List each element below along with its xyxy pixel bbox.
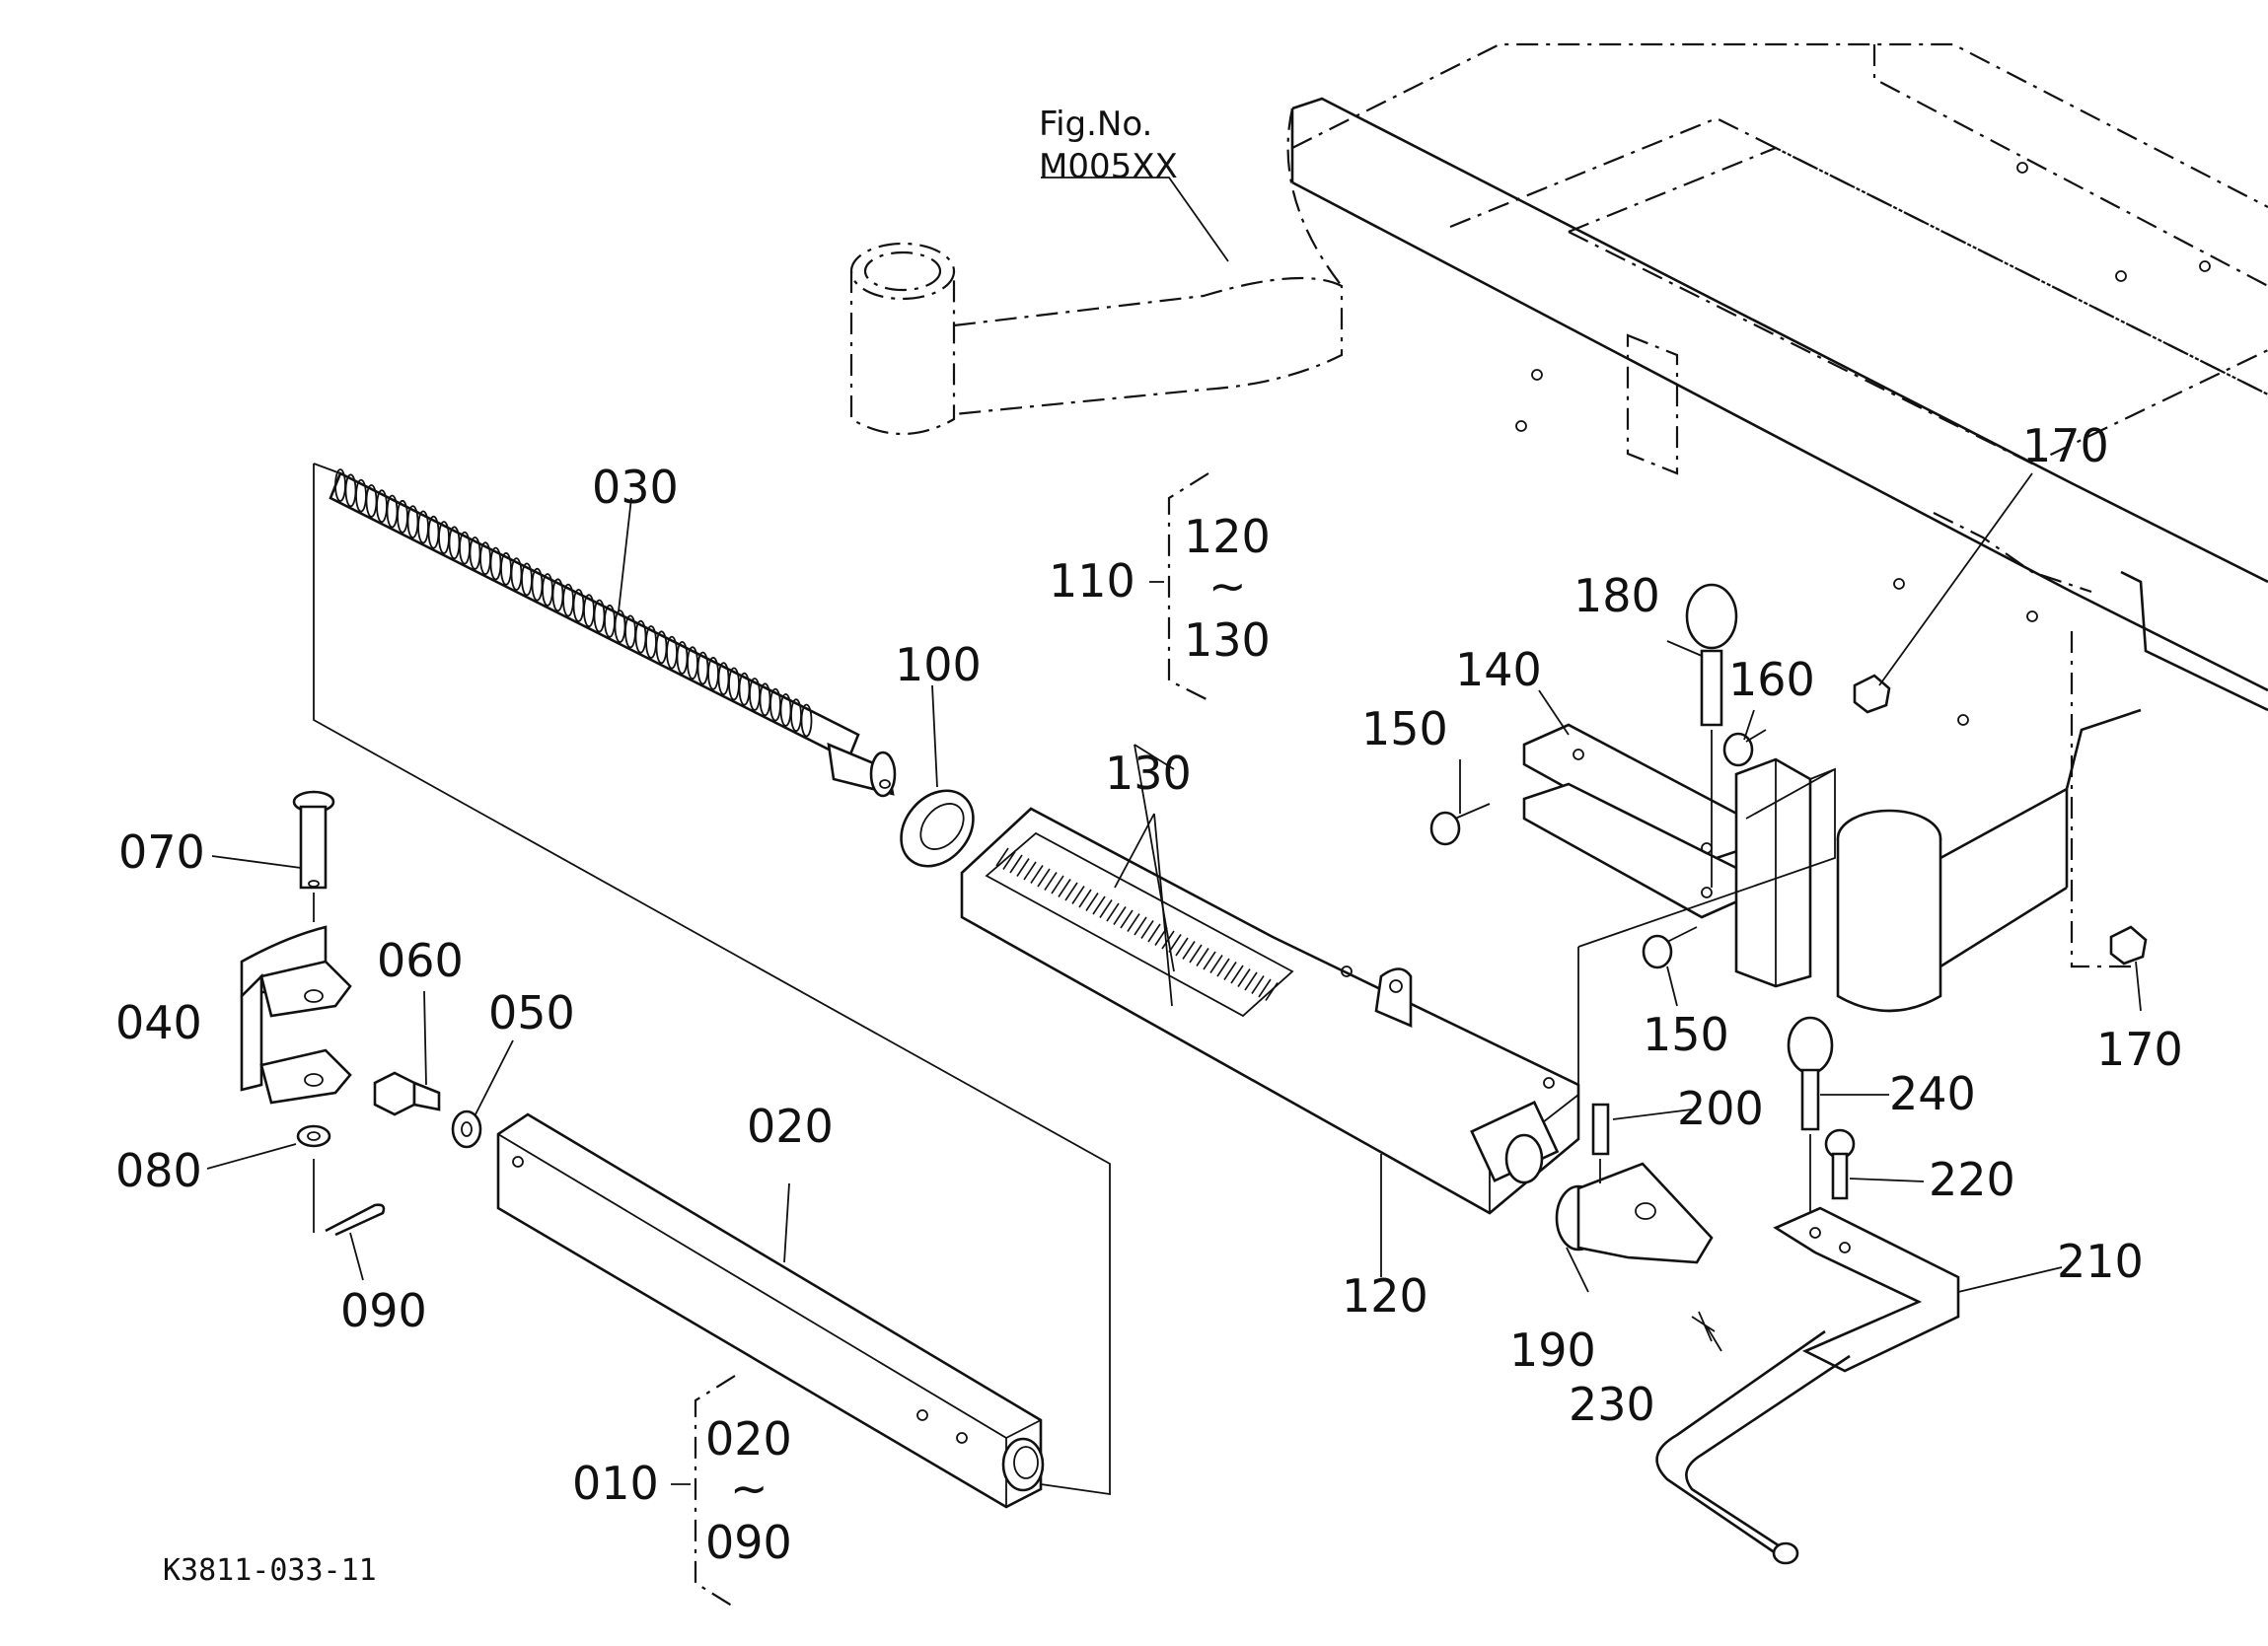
pin-180 [1685, 583, 1738, 888]
callout-070: 070 [118, 825, 205, 879]
bracket-040 [240, 925, 352, 1105]
assembly-bracket-110 [1167, 472, 1209, 701]
callout-050: 050 [488, 986, 575, 1039]
drawing-code: K3811-033-11 [163, 1553, 377, 1588]
assembly-010-to: 090 [705, 1516, 792, 1569]
pivot-block-190 [1555, 1162, 1714, 1264]
assembly-guide-lines [313, 463, 1836, 1496]
callout-230: 230 [1569, 1378, 1655, 1431]
callout-040: 040 [115, 996, 202, 1049]
callout-220: 220 [1929, 1153, 2015, 1206]
tube-020 [496, 1112, 1045, 1509]
pin-070 [292, 790, 335, 922]
pin-220 [1824, 1128, 1856, 1200]
callout-130: 130 [1105, 747, 1192, 800]
cotter-pin-090 [325, 1203, 386, 1237]
bearing-100 [900, 789, 975, 868]
callout-150b: 150 [1643, 1008, 1729, 1061]
bolt-150b [1642, 926, 1698, 969]
assembly-110-tilde: ~ [1208, 559, 1247, 612]
callout-190: 190 [1509, 1324, 1596, 1377]
caster-tube [1836, 708, 2142, 1013]
figure-ref-line2: M005XX [1039, 147, 1178, 186]
reference-caster-arm [849, 107, 1344, 435]
callout-140: 140 [1455, 643, 1542, 696]
callout-090: 090 [340, 1284, 427, 1337]
callout-110: 110 [1049, 554, 1135, 608]
callout-170a: 170 [2022, 419, 2109, 472]
callout-240: 240 [1889, 1067, 1976, 1120]
nut-170a [1853, 674, 1891, 714]
figure-ref-line1: Fig.No. [1039, 105, 1152, 144]
assembly-110-from: 120 [1184, 510, 1271, 563]
callout-080: 080 [115, 1144, 202, 1197]
nut-170b [2109, 925, 2148, 966]
bracket-140 [1522, 723, 1812, 988]
callout-210: 210 [2057, 1235, 2144, 1288]
mower-frame-outline [1290, 42, 2268, 968]
assembly-010-tilde: ~ [730, 1462, 768, 1515]
bolt-160 [1722, 729, 1767, 767]
callout-150a: 150 [1361, 702, 1448, 755]
callout-180: 180 [1573, 569, 1660, 622]
callout-100: 100 [895, 638, 982, 691]
lever-210 [1655, 1206, 1960, 1565]
callout-010: 010 [572, 1457, 659, 1510]
callout-020: 020 [747, 1100, 834, 1153]
assembly-110-to: 130 [1184, 613, 1271, 667]
callout-200: 200 [1677, 1082, 1764, 1135]
bolt-060 [373, 1071, 441, 1116]
pin-200 [1591, 1103, 1610, 1183]
washer-080 [296, 1124, 331, 1233]
assembly-010-from: 020 [705, 1412, 792, 1466]
clip-230 [1691, 1311, 1716, 1342]
washer-050 [451, 1109, 482, 1149]
callout-160: 160 [1728, 653, 1815, 706]
tube-120 [960, 807, 1580, 1215]
assembly-bracket-010 [694, 1375, 736, 1609]
callout-120: 120 [1342, 1269, 1428, 1323]
bolt-150a [1429, 803, 1491, 846]
pin-240 [1787, 1016, 1834, 1213]
callout-170b: 170 [2096, 1023, 2183, 1076]
callout-030: 030 [592, 461, 679, 514]
callout-060: 060 [377, 934, 464, 987]
leader-lines [206, 177, 2142, 1485]
threaded-shaft-030 [329, 468, 897, 798]
